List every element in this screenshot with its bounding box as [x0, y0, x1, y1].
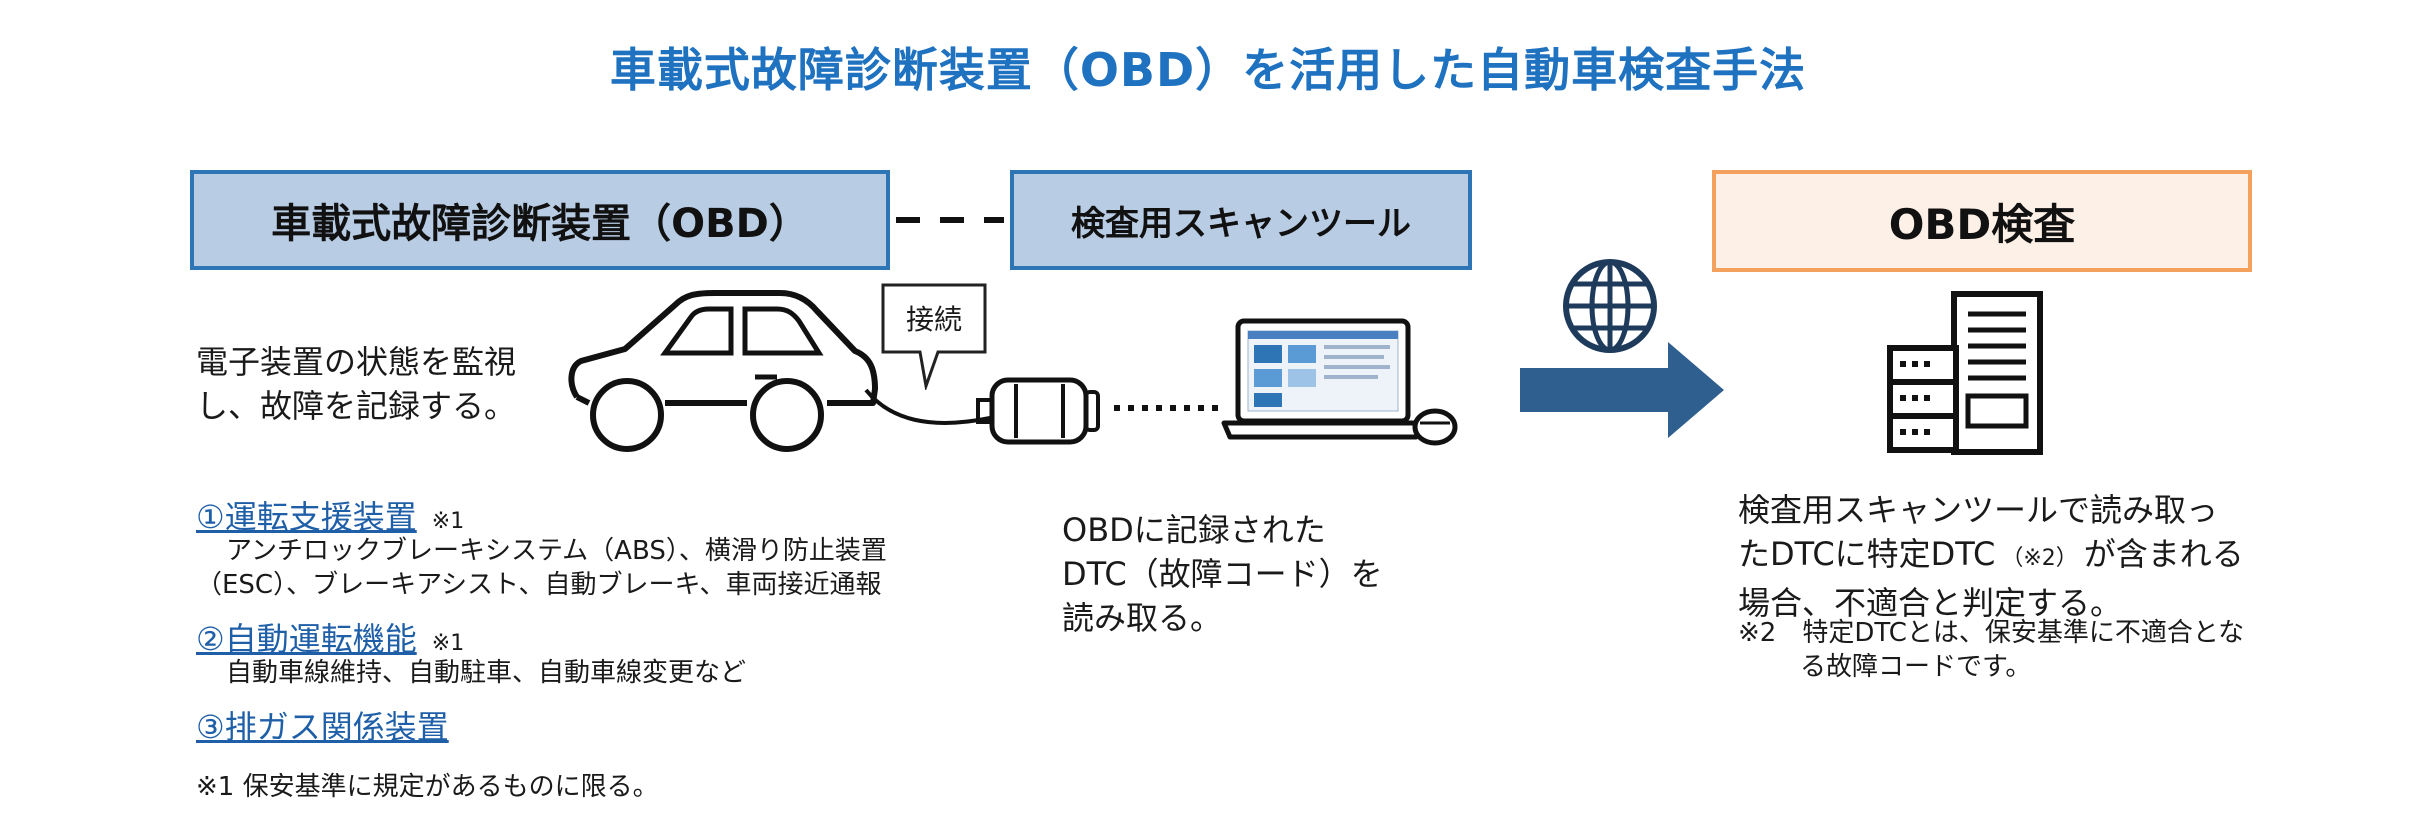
right-desc-line: 検査用スキャンツールで読み取っ — [1738, 491, 2219, 529]
bubble-shape — [881, 283, 987, 390]
item-1-link[interactable]: ①運転支援装置 — [196, 498, 417, 536]
cable-line — [864, 388, 991, 425]
right-arrow-icon — [1520, 342, 1724, 438]
item-1: ①運転支援装置 ※1 — [196, 492, 464, 538]
server-icon — [1887, 291, 2043, 455]
right-desc-mark: （※2） — [2001, 546, 2078, 571]
right-description: 検査用スキャンツールで読み取っ たDTCに特定DTC（※2）が含まれる 場合、不… — [1738, 488, 2244, 625]
obd-connector-icon — [976, 377, 1100, 445]
scan-tool-label: 検査用スキャンツール — [1071, 203, 1411, 244]
dotted-link — [1114, 405, 1226, 411]
connection-bubble: 接続 — [880, 282, 988, 390]
footnote-2-line: る故障コードです。 — [1800, 652, 2032, 682]
footnote-2: ※2 特定DTCとは、保安基準に不適合とな る故障コードです。 — [1738, 616, 2244, 684]
item-2: ②自動運転機能 ※1 — [196, 614, 464, 660]
footnote-1: ※1 保安基準に規定があるものに限る。 — [196, 772, 659, 802]
item-2-link[interactable]: ②自動運転機能 — [196, 620, 417, 658]
item-2-detail: 自動車線維持、自動駐車、自動車線変更など — [226, 656, 746, 690]
middle-desc-line: 読み取る。 — [1062, 599, 1223, 637]
item-2-detail-line: 自動車線維持、自動駐車、自動車線変更など — [226, 658, 747, 688]
item-1-detail: アンチロックブレーキシステム（ABS）、横滑り防止装置 （ESC）、ブレーキアシ… — [196, 534, 956, 602]
right-desc-line2-pre: たDTCに特定DTC — [1738, 535, 1996, 573]
globe-icon — [1563, 259, 1657, 353]
footnote-2-line: ※2 特定DTCとは、保安基準に不適合とな — [1738, 618, 2245, 648]
item-1-detail-line: （ESC）、ブレーキアシスト、自動ブレーキ、車両接近通報 — [196, 570, 882, 600]
item-2-mark: ※1 — [431, 631, 465, 656]
item-1-detail-line: アンチロックブレーキシステム（ABS）、横滑り防止装置 — [226, 536, 887, 566]
middle-desc-line: OBDに記録された — [1062, 511, 1326, 549]
right-desc-line: 場合、不適合と判定する。 — [1738, 584, 2123, 622]
obd-device-box: 車載式故障診断装置（OBD） — [190, 170, 890, 270]
car-icon — [568, 290, 878, 452]
item-3-link[interactable]: ③排ガス関係装置 — [196, 708, 449, 746]
mouse-icon — [1412, 408, 1458, 446]
obd-device-label: 車載式故障診断装置（OBD） — [271, 201, 809, 247]
middle-desc-line: DTC（故障コード）を — [1062, 555, 1383, 593]
left-desc-line: し、故障を記録する。 — [196, 387, 517, 425]
middle-description: OBDに記録された DTC（故障コード）を 読み取る。 — [1062, 508, 1383, 640]
right-desc-line-2: たDTCに特定DTC（※2）が含まれる — [1738, 532, 2244, 581]
left-desc-line: 電子装置の状態を監視 — [196, 343, 517, 381]
scan-tool-box: 検査用スキャンツール — [1010, 170, 1472, 270]
item-1-mark: ※1 — [431, 509, 465, 534]
bubble-label: 接続 — [905, 303, 962, 336]
item-3: ③排ガス関係装置 — [196, 702, 449, 748]
obd-inspection-label: OBD検査 — [1888, 199, 2076, 249]
obd-inspection-box: OBD検査 — [1712, 170, 2252, 272]
left-description: 電子装置の状態を監視 し、故障を記録する。 — [196, 340, 516, 428]
right-desc-line2-post: が含まれる — [2083, 535, 2244, 573]
page-title: 車載式故障診断装置（OBD）を活用した自動車検査手法 — [609, 43, 1807, 97]
dashed-connector — [896, 217, 1004, 223]
laptop-icon — [1221, 318, 1425, 440]
